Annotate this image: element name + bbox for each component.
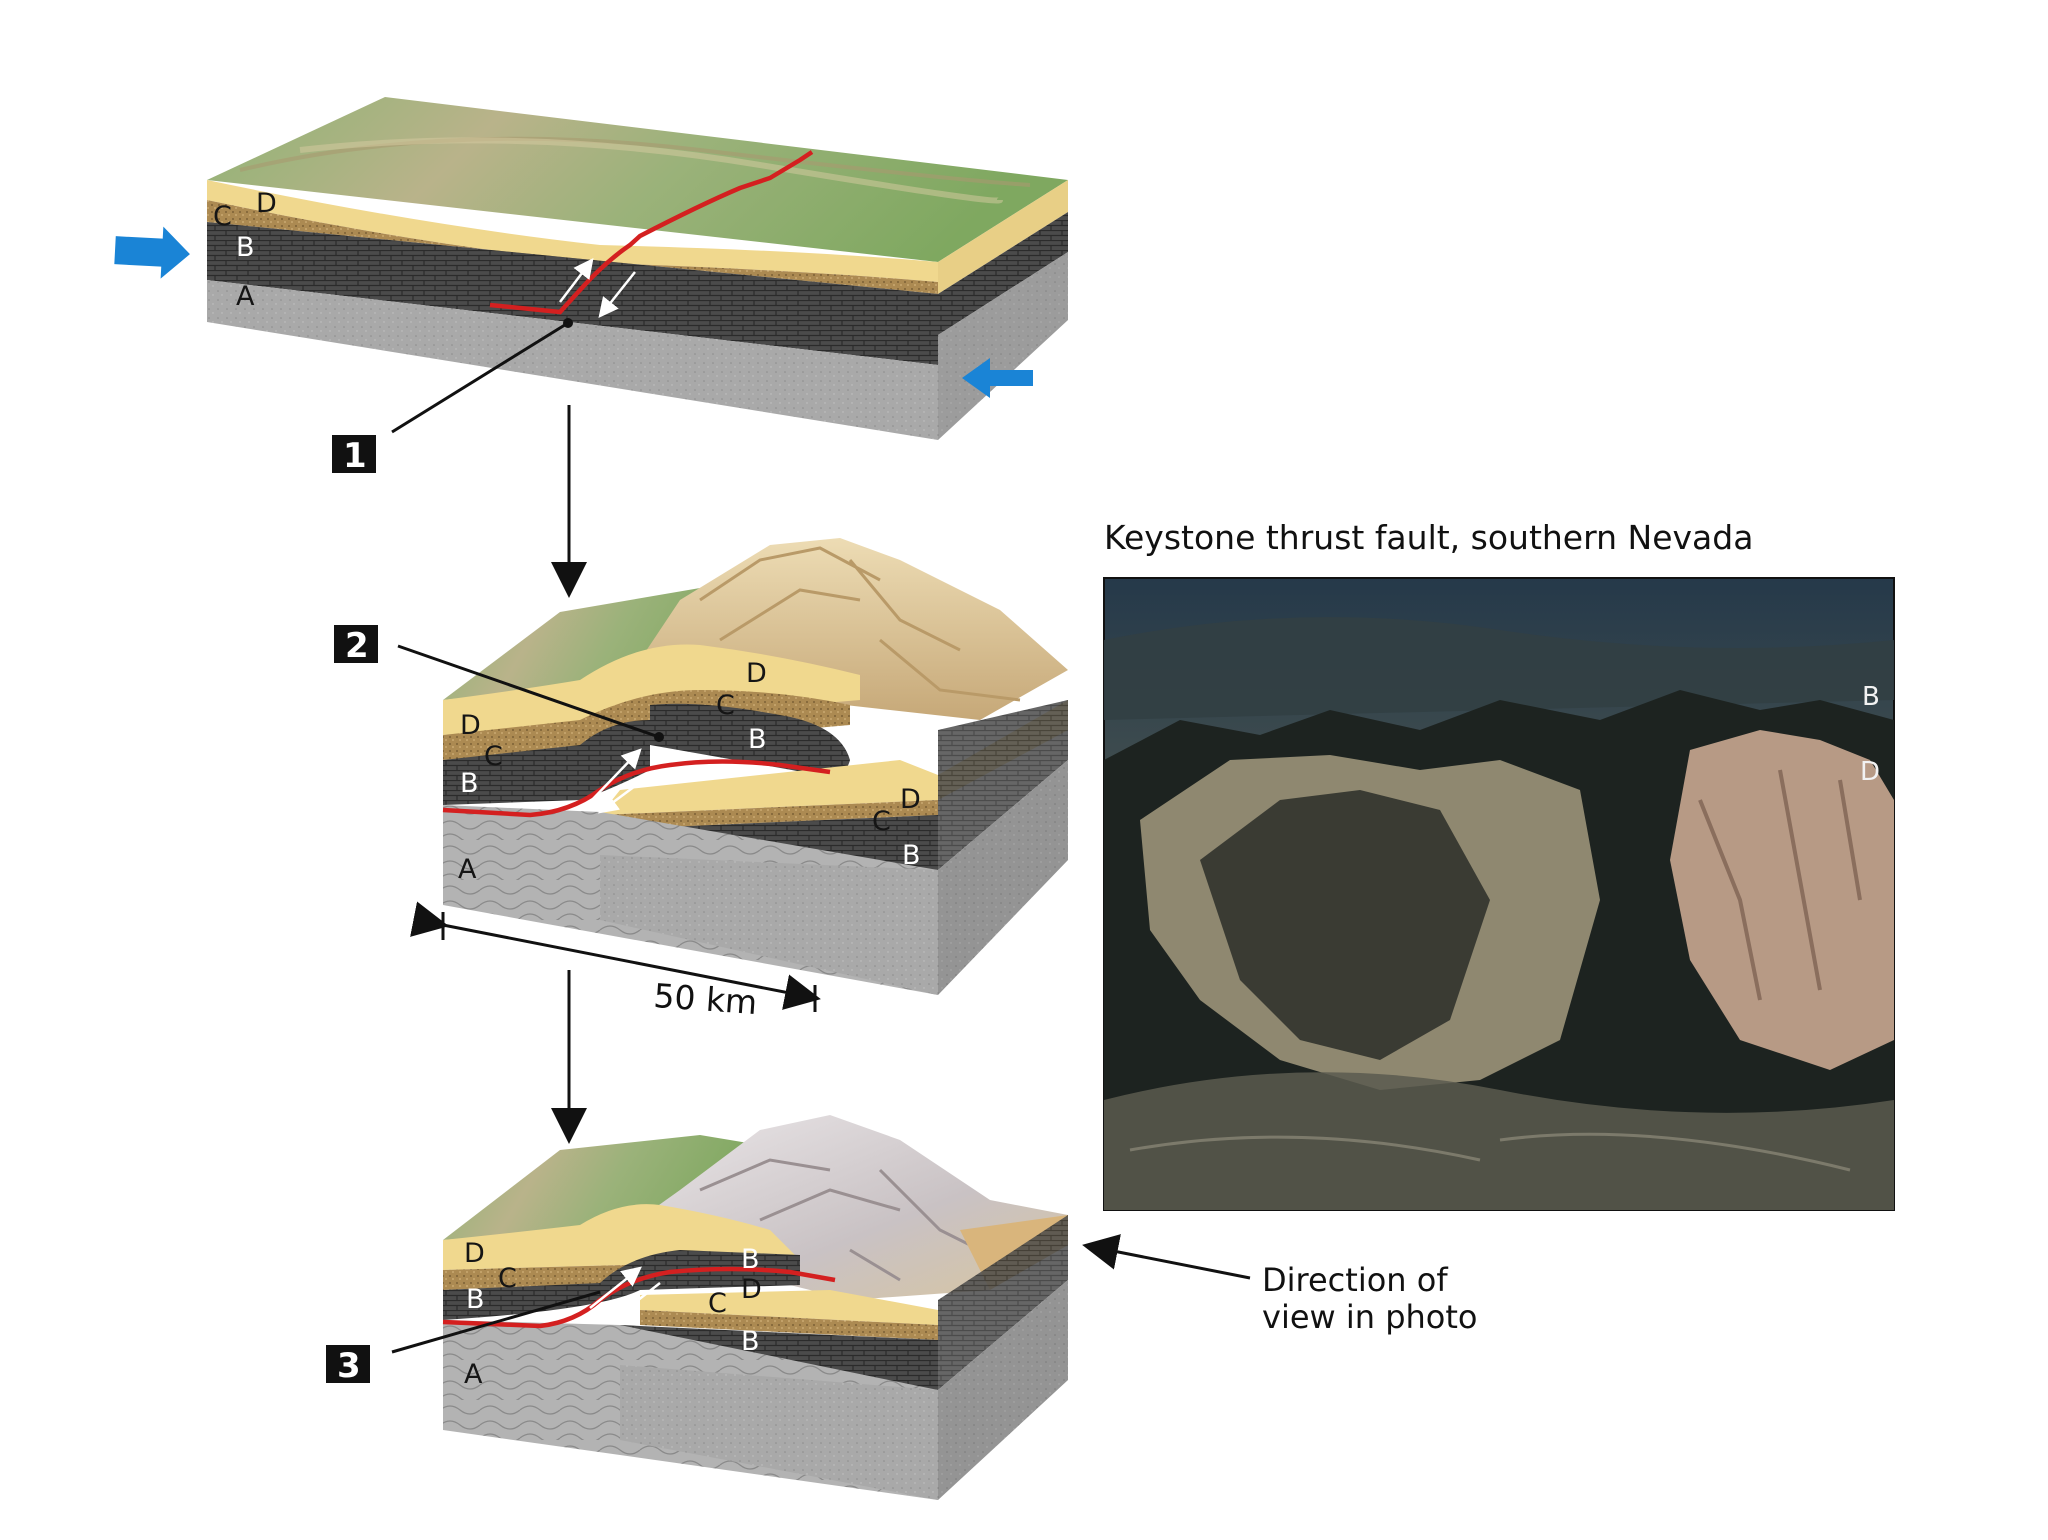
stage-2-label-d-right: D	[900, 784, 921, 815]
stage-1-layer-a	[207, 280, 938, 440]
stage-1-label-a: A	[236, 281, 255, 312]
stage-2-label-c-right: C	[872, 806, 891, 837]
compression-arrow-left	[114, 226, 190, 279]
stage-2-block: D C B A D C B D C B 2	[334, 538, 1068, 1012]
scale-bar-label: 50 km	[652, 976, 759, 1023]
photo-red-cliffs	[1670, 730, 1894, 1070]
stage-1-label-b: B	[236, 232, 255, 263]
stage-1-badge	[332, 435, 376, 473]
compression-arrow-right	[962, 358, 1033, 398]
stage-1-label-d: D	[256, 188, 277, 219]
stage-2-label-d-left: D	[460, 710, 481, 741]
photo-label-d: D	[1860, 757, 1880, 787]
stage-1-label-c: C	[213, 201, 232, 232]
stage-2-label-b-left: B	[460, 768, 479, 799]
stage-2-label-a: A	[458, 854, 477, 885]
stage-1-block: D C B A 1	[114, 97, 1068, 476]
stage-2-label-c-top: C	[716, 690, 735, 721]
photo-title: Keystone thrust fault, southern Nevada	[1104, 518, 1754, 557]
photo-label-b: B	[1862, 682, 1880, 712]
stage-3-badge-number: 3	[337, 1346, 361, 1386]
stage-3-label-b-lower: B	[741, 1326, 760, 1357]
stage-3-label-a: A	[464, 1359, 483, 1390]
stage-2-label-d-top: D	[746, 658, 767, 689]
stage-3-label-d-mid: D	[741, 1274, 762, 1305]
stage-2-badge	[334, 625, 378, 663]
keystone-fault-photo: B D	[1103, 577, 1895, 1211]
view-direction-arrow	[1082, 1234, 1251, 1280]
stage-2-layer-b-upper	[650, 703, 850, 776]
stage-3-label-b-left: B	[466, 1284, 485, 1315]
stage-2-label-b-right: B	[902, 840, 921, 871]
stage-3-label-c-left: C	[498, 1263, 517, 1294]
view-direction-line-2: view in photo	[1262, 1298, 1478, 1336]
stage-3-badge	[326, 1345, 370, 1383]
stage-2-label-c-left: C	[484, 741, 503, 772]
stage-2-layer-d-upper	[443, 644, 860, 735]
stage-2-badge-number: 2	[345, 626, 369, 666]
stage-3-label-c-mid: C	[708, 1288, 727, 1319]
stage-3-label-b-top: B	[741, 1244, 760, 1275]
stage-1-layer-d	[207, 180, 938, 282]
stage-1-layer-c	[207, 200, 938, 294]
stage-3-block: D C B A B D C B 3	[326, 1115, 1068, 1500]
stage-3-label-d-left: D	[464, 1238, 485, 1269]
scale-bar	[410, 901, 821, 1010]
stage-1-layer-b	[207, 222, 938, 365]
stage-1-badge-number: 1	[343, 436, 367, 476]
stage-2-fault-line	[442, 759, 831, 818]
stage-2-label-b-top: B	[748, 724, 767, 755]
view-direction-label: Direction of view in photo	[1262, 1262, 1562, 1336]
view-direction-line-1: Direction of	[1262, 1261, 1448, 1299]
